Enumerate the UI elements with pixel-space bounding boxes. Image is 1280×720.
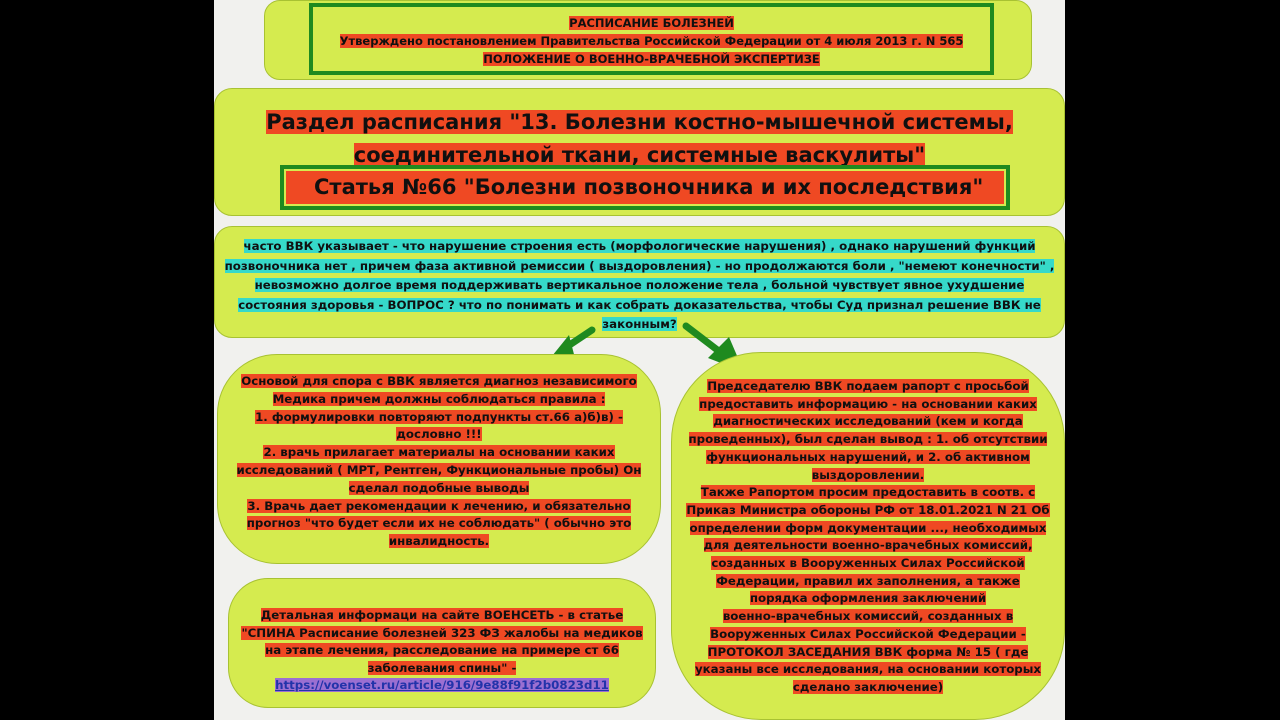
section-title: Раздел расписания "13. Болезни костно-мы… xyxy=(224,106,1055,172)
bottom-left-line: Детальная информаци на сайте ВОЕНСЕТЬ - … xyxy=(260,608,624,622)
right-line: диагностических исследований (кем и когд… xyxy=(713,414,1023,429)
right-box xyxy=(671,352,1065,720)
right-line: Приказ Министра обороны РФ от 18.01.2021… xyxy=(686,502,1050,517)
question-text: часто ВВК указывает - что нарушение стро… xyxy=(218,237,1061,335)
right-line: сделано заключение) xyxy=(792,679,944,694)
left-line: дословно !!! xyxy=(396,427,482,442)
question-line-4: состояния здоровья - ВОПРОС ? что по пон… xyxy=(238,297,1041,312)
left-line: Медика причем должны соблюдаться правила… xyxy=(272,391,606,406)
question-line-2: позвоночника нет , причем фаза активной … xyxy=(224,258,1055,273)
header-line-1: РАСПИСАНИЕ БОЛЕЗНЕЙ xyxy=(569,16,734,30)
right-line: созданных в Вооруженных Силах Российской xyxy=(711,556,1025,571)
right-line: функциональных нарушений, и 2. об активн… xyxy=(706,449,1030,464)
header-line-3: ПОЛОЖЕНИЕ О ВОЕННО-ВРАЧЕБНОЙ ЭКСПЕРТИЗЕ xyxy=(483,52,820,66)
right-line: Федерации, правил их заполнения, а также xyxy=(716,573,1020,588)
left-line: 2. врачь прилагает материалы на основани… xyxy=(263,445,615,460)
left-line: 3. Врачь дает рекомендации к лечению, и … xyxy=(247,498,631,513)
header-line-2: Утверждено постановлением Правительства … xyxy=(339,34,964,48)
right-line: предоставить информацию - на основании к… xyxy=(699,396,1037,411)
left-line: Основой для спора с ВВК является диагноз… xyxy=(241,374,637,388)
right-box-text: Председателю ВВК подаем рапорт с просьбо… xyxy=(680,378,1056,697)
bottom-left-line: заболевания спины" - xyxy=(367,660,517,675)
diagram-canvas: РАСПИСАНИЕ БОЛЕЗНЕЙ Утверждено постановл… xyxy=(214,0,1065,720)
section-line-2: соединительной ткани, системные васкулит… xyxy=(353,143,926,167)
right-line: выздоровлении. xyxy=(811,467,925,482)
section-line-1: Раздел расписания "13. Болезни костно-мы… xyxy=(266,110,1013,134)
header-frame xyxy=(309,3,994,75)
right-line: определении форм документации ..., необх… xyxy=(689,520,1047,535)
right-line: проведенных), был сделан вывод : 1. об о… xyxy=(688,432,1048,447)
right-line: указаны все исследования, на основании к… xyxy=(694,662,1042,677)
right-line: Председателю ВВК подаем рапорт с просьбо… xyxy=(707,379,1029,393)
bottom-left-line: "СПИНА Расписание болезней 323 ФЗ жалобы… xyxy=(241,625,643,640)
question-line-1: часто ВВК указывает - что нарушение стро… xyxy=(243,239,1036,253)
left-line: прогноз "что будет если их не соблюдать"… xyxy=(246,516,632,531)
right-line: Вооруженных Силах Российской Федерации - xyxy=(710,626,1026,641)
question-line-5: законным? xyxy=(602,317,677,332)
right-line: Также Рапортом просим предоставить в соо… xyxy=(700,485,1036,500)
left-line: 1. формулировки повторяют подпункты ст.6… xyxy=(255,409,623,424)
article-title-text: Статья №66 "Болезни позвоночника и их по… xyxy=(314,175,984,199)
left-line: инвалидность. xyxy=(388,534,490,549)
bottom-left-line: на этапе лечения, расследование на приме… xyxy=(265,643,619,658)
right-line: ПРОТОКОЛ ЗАСЕДАНИЯ ВВК форма № 15 ( где xyxy=(707,644,1029,659)
right-line: военно-врачебных комиссий, созданных в xyxy=(722,609,1014,624)
left-line: исследований ( МРТ, Рентген, Функциональ… xyxy=(236,462,642,477)
article-title: Статья №66 "Болезни позвоночника и их по… xyxy=(286,171,1004,204)
article-frame xyxy=(280,165,1010,210)
question-line-3: невозможно долгое время поддерживать вер… xyxy=(254,278,1025,293)
article-link[interactable]: https://voenset.ru/article/916/9e88f91f2… xyxy=(275,678,609,693)
left-box-text: Основой для спора с ВВК является диагноз… xyxy=(222,373,656,551)
left-line: сделал подобные выводы xyxy=(348,480,530,495)
right-line: для деятельности военно-врачебных комисс… xyxy=(703,538,1033,553)
header-text: РАСПИСАНИЕ БОЛЕЗНЕЙ Утверждено постановл… xyxy=(314,14,989,68)
bottom-left-text: Детальная информаци на сайте ВОЕНСЕТЬ - … xyxy=(232,607,652,695)
right-line: порядка оформления заключений xyxy=(749,591,987,606)
